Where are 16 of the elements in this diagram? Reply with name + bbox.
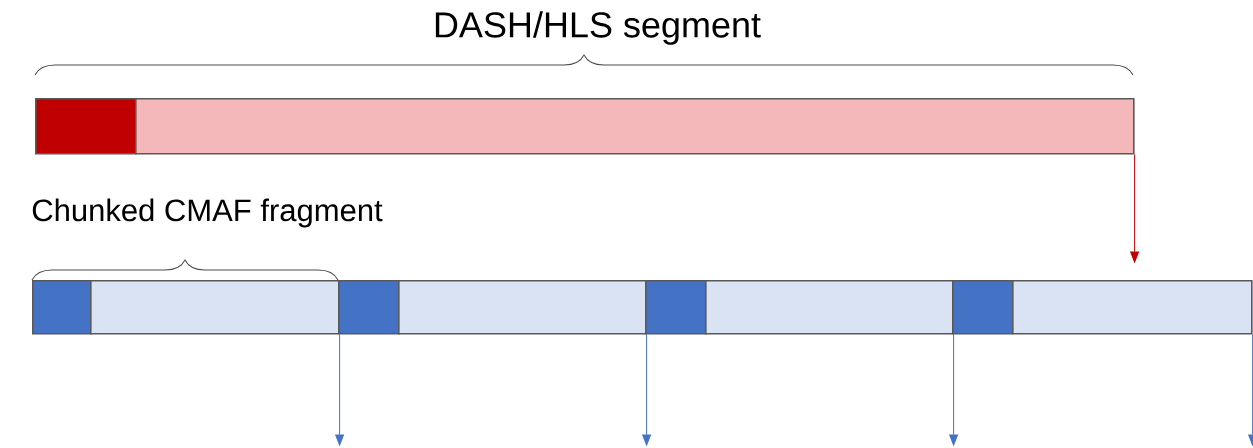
bar-segment <box>90 280 340 335</box>
bar-segment <box>1012 280 1253 335</box>
arrow <box>642 334 651 446</box>
arrow <box>335 334 344 446</box>
bar-segment <box>35 98 137 155</box>
label-text: DASH/HLS segment <box>435 11 761 45</box>
bar-segment <box>32 280 92 335</box>
bar-segment <box>952 280 1014 335</box>
label-text: Chunked CMAF fragment <box>32 198 383 228</box>
bar-segment <box>645 280 707 335</box>
arrow <box>949 334 958 446</box>
bar-segment <box>135 98 1135 155</box>
bar-segment <box>398 280 647 335</box>
arrow <box>1130 154 1139 263</box>
bar-segment <box>338 280 400 335</box>
bar-segment <box>705 280 954 335</box>
